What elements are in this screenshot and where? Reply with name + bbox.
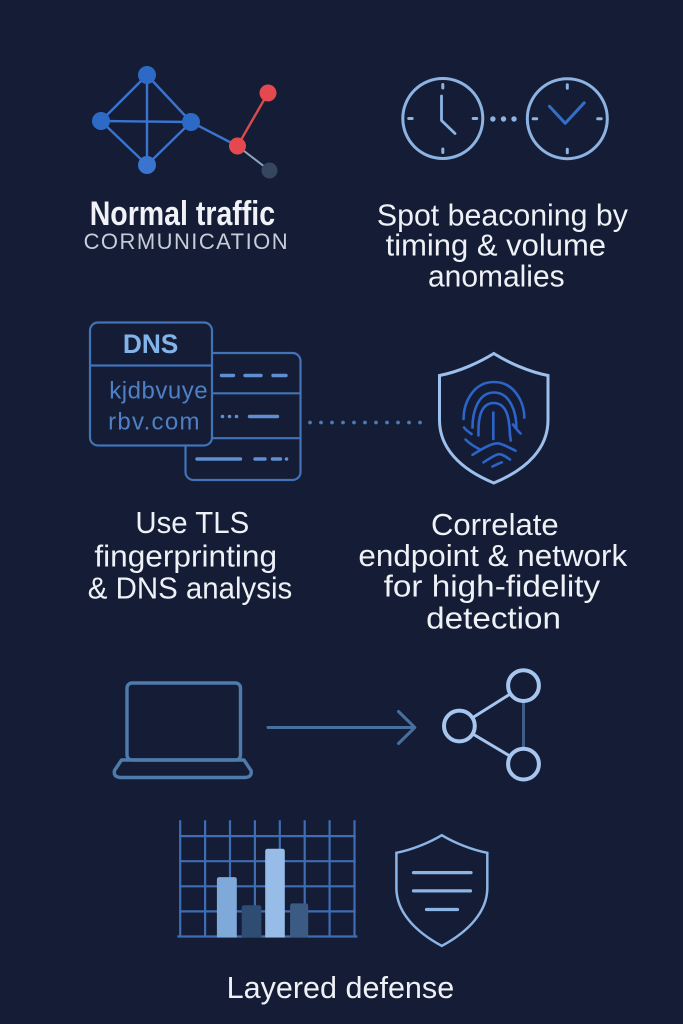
svg-text:timing & volume: timing & volume bbox=[386, 228, 606, 263]
svg-text:CORMUNICATION: CORMUNICATION bbox=[84, 229, 288, 254]
svg-text:for high-fidelity: for high-fidelity bbox=[384, 569, 601, 604]
svg-text:DNS: DNS bbox=[123, 329, 179, 359]
svg-text:Layered defense: Layered defense bbox=[227, 970, 455, 1005]
svg-text:anomalies: anomalies bbox=[428, 258, 565, 293]
svg-text:& DNS analysis: & DNS analysis bbox=[88, 571, 292, 606]
svg-text:detection: detection bbox=[426, 600, 561, 635]
svg-text:endpoint & network: endpoint & network bbox=[358, 538, 627, 573]
svg-text:kjdbvuye: kjdbvuye bbox=[109, 377, 207, 404]
svg-text:Spot beaconing by: Spot beaconing by bbox=[377, 198, 628, 233]
svg-text:fingerprinting: fingerprinting bbox=[94, 539, 277, 574]
svg-text:Use TLS: Use TLS bbox=[135, 505, 249, 540]
svg-text:Normal traffic: Normal traffic bbox=[90, 195, 275, 233]
svg-text:Correlate: Correlate bbox=[431, 507, 559, 542]
svg-text:rbv.com: rbv.com bbox=[108, 409, 199, 436]
